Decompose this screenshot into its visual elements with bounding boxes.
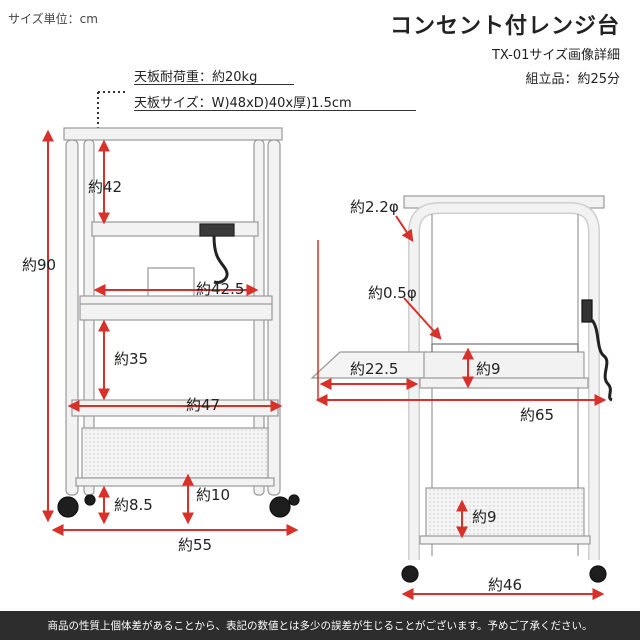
top-size-spec: 天板サイズ：W)48xD)40x厚)1.5cm — [134, 96, 352, 111]
side-dimension-lines — [315, 215, 607, 600]
lower-rail-height-label: 約9 — [472, 508, 497, 526]
rail-height-label: 約9 — [476, 360, 501, 378]
bottom-clearance-label: 約8.5 — [114, 496, 153, 514]
frame-diameter-label: 約2.2φ — [350, 198, 399, 216]
overall-depth-label: 約65 — [520, 406, 555, 424]
page-subtitle: TX-01サイズ画像詳細 — [491, 48, 620, 63]
lower-gap-label: 約10 — [196, 486, 231, 504]
middle-gap-label: 約35 — [114, 350, 149, 368]
size-unit-note: サイズ単位：cm — [8, 12, 98, 26]
page-title: コンセント付レンジ台 — [389, 14, 620, 39]
upper-width-label: 約42.5 — [196, 280, 245, 298]
rail-diameter-label: 約0.5φ — [368, 284, 417, 302]
height-total-label: 約90 — [22, 256, 57, 274]
spec-callout-line — [97, 91, 128, 128]
top-load-spec: 天板耐荷重：約20kg — [134, 70, 258, 85]
base-depth-label: 約46 — [488, 576, 523, 594]
assembly-time: 組立品：約25分 — [525, 72, 620, 87]
front-dimension-lines — [42, 129, 299, 536]
overall-width-label: 約55 — [178, 536, 213, 554]
spec-underline-1 — [134, 84, 294, 85]
side-view-rack — [310, 195, 613, 583]
slide-depth-label: 約22.5 — [350, 360, 399, 378]
footer-notice: 商品の性質上個体差があることから、表記の数値とは多少の誤差が生じることがございま… — [0, 611, 640, 640]
shelf-width-label: 約47 — [186, 396, 221, 414]
front-view-rack — [57, 127, 300, 518]
spec-underline-2 — [134, 110, 416, 111]
upper-gap-label: 約42 — [88, 178, 123, 196]
